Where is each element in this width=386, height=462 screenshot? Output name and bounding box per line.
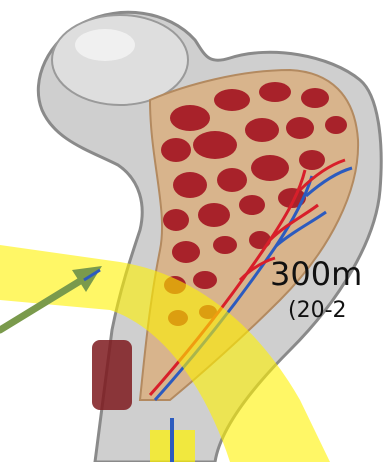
range-label: (20-2 <box>288 300 347 322</box>
medullary-cavity <box>92 340 132 410</box>
measurement-label: 300m <box>270 258 362 290</box>
femoral-head <box>52 15 188 105</box>
